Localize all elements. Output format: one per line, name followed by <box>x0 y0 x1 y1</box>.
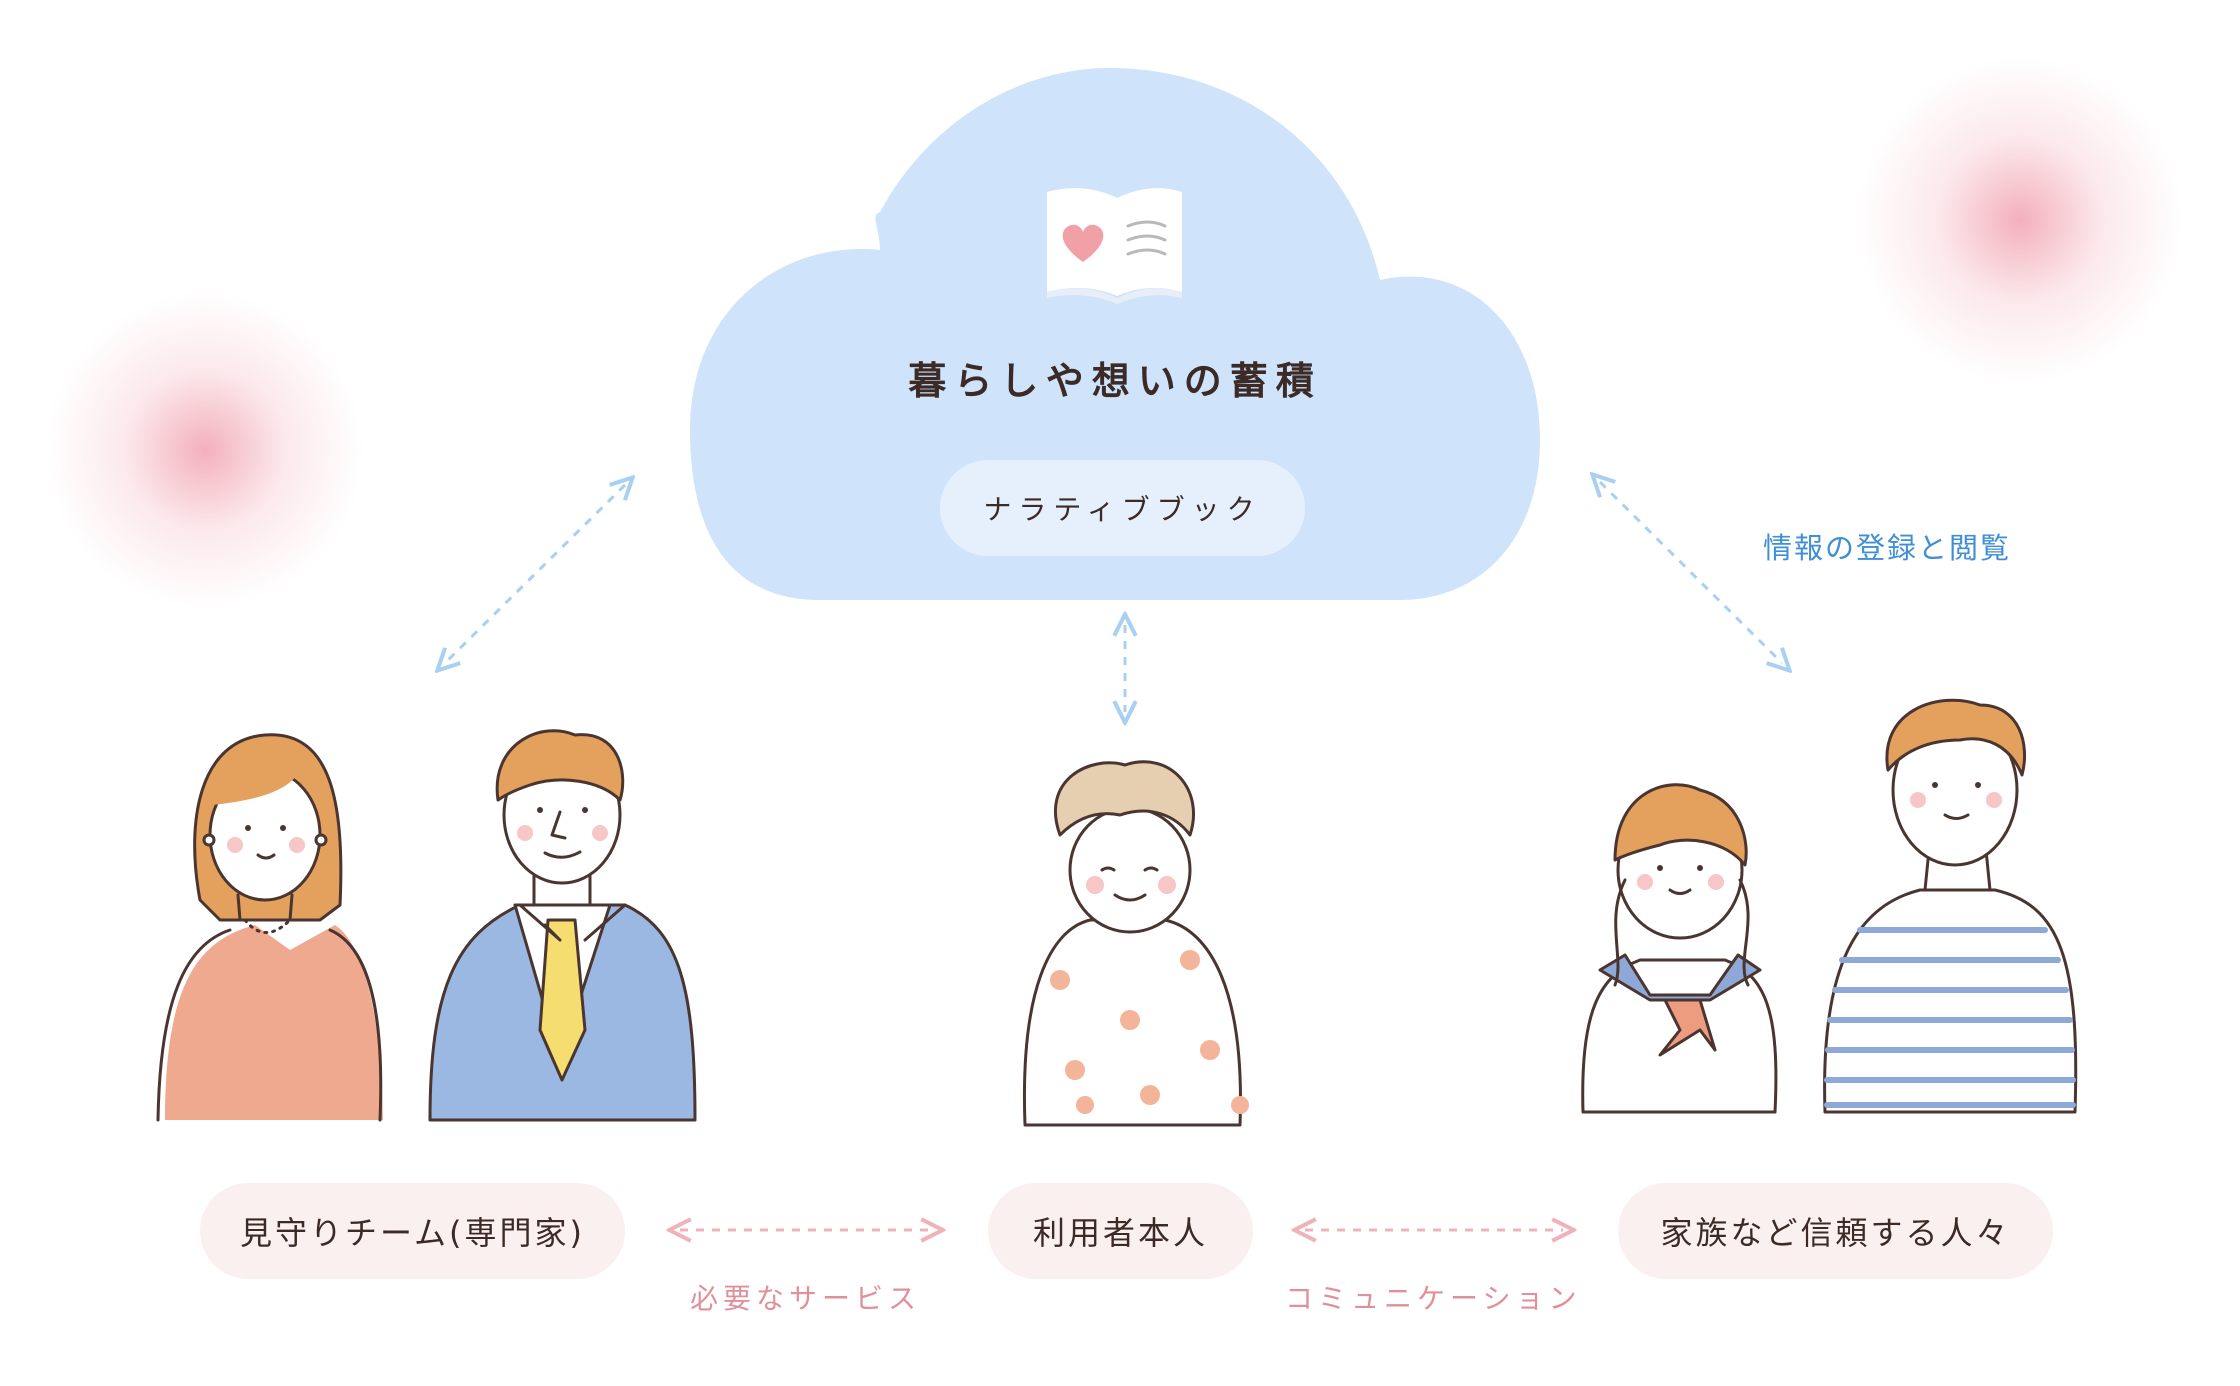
arrow-cloud-team <box>445 485 625 663</box>
man-professional-figure <box>428 729 697 1122</box>
register-view-caption: 情報の登録と閲覧 <box>1763 531 2012 565</box>
narrative-book-badge[interactable]: ナラティブブック <box>940 460 1305 556</box>
group-pill-user[interactable]: 利用者本人 <box>988 1183 1253 1279</box>
cloud-shape <box>690 68 1540 600</box>
elderly-user-figure <box>1022 760 1249 1127</box>
cloud-title: 暮らしや想いの蓄積 <box>908 359 1322 403</box>
group-pill-family[interactable]: 家族など信頼する人々 <box>1618 1183 2053 1279</box>
girl-family-figure <box>1581 783 1778 1114</box>
link-label-services: 必要なサービス <box>690 1282 922 1315</box>
link-label-communication: コミュニケーション <box>1285 1282 1582 1315</box>
open-book-heart-icon <box>1047 188 1182 304</box>
young-man-family-figure <box>1823 698 2078 1114</box>
decorative-blur-left <box>45 290 365 610</box>
arrow-cloud-family <box>1600 482 1782 663</box>
decorative-blur-right <box>1855 55 2185 385</box>
woman-professional-figure <box>156 733 383 1122</box>
group-pill-professional-team[interactable]: 見守りチーム(専門家) <box>200 1183 625 1279</box>
